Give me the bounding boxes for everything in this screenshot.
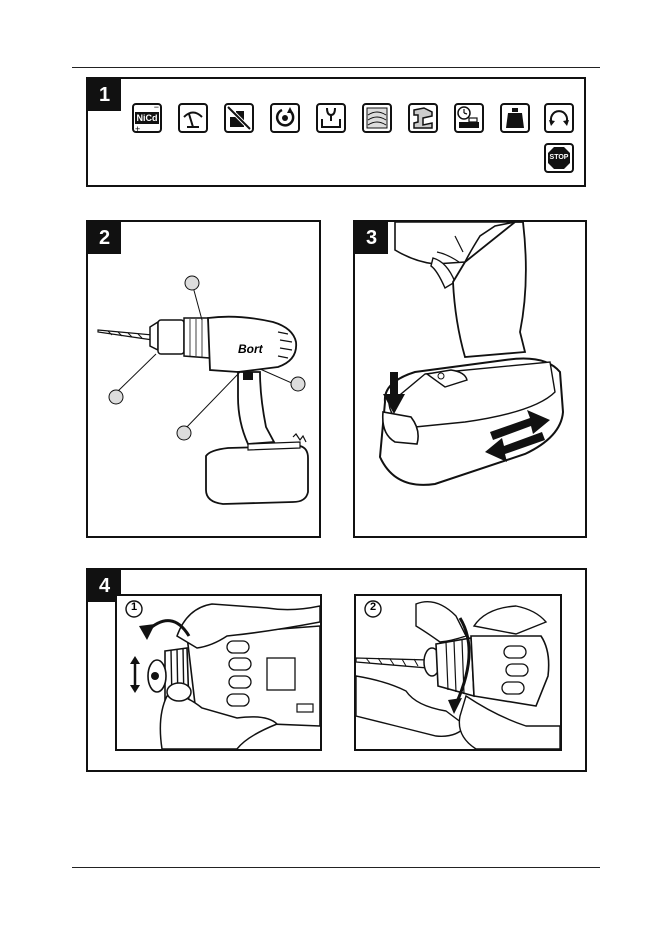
step-2-insert-bit: 2 <box>354 594 562 751</box>
panel-2-drill-overview: 2 Bort <box>86 220 321 538</box>
step-1-illustration <box>117 596 320 749</box>
bottom-rule <box>72 867 600 868</box>
drill-illustration <box>88 222 319 536</box>
top-rule <box>72 67 600 68</box>
reverse-rotation-icon <box>544 103 574 133</box>
battery-insert-illustration <box>355 222 585 536</box>
battery-plus: + <box>135 124 140 134</box>
torque-gauge-icon <box>178 103 208 133</box>
panel-1-icons: 1 NiCd − + <box>86 77 586 187</box>
nicd-battery-icon: NiCd − + <box>132 103 162 133</box>
step-2-number: 2 <box>367 601 379 613</box>
panel-4-chuck-operation: 4 1 <box>86 568 587 772</box>
stop-icon: STOP <box>544 143 574 173</box>
drill-brand-logo: Bort <box>238 342 263 356</box>
weight-icon <box>500 103 530 133</box>
step-2-illustration <box>356 596 560 749</box>
no-hammer-icon <box>224 103 254 133</box>
vise-icon <box>316 103 346 133</box>
battery-minus: − <box>154 102 159 112</box>
charge-timer-icon <box>454 103 484 133</box>
rotation-icon <box>270 103 300 133</box>
step-1-loosen-chuck: 1 <box>115 594 322 751</box>
wood-icon <box>362 103 392 133</box>
step-1-number: 1 <box>128 601 140 613</box>
metal-profile-icon <box>408 103 438 133</box>
panel-number: 1 <box>88 79 121 111</box>
panel-3-battery-insert: 3 <box>353 220 587 538</box>
nicd-label: NiCd <box>135 112 159 124</box>
stop-label: STOP <box>544 143 574 173</box>
